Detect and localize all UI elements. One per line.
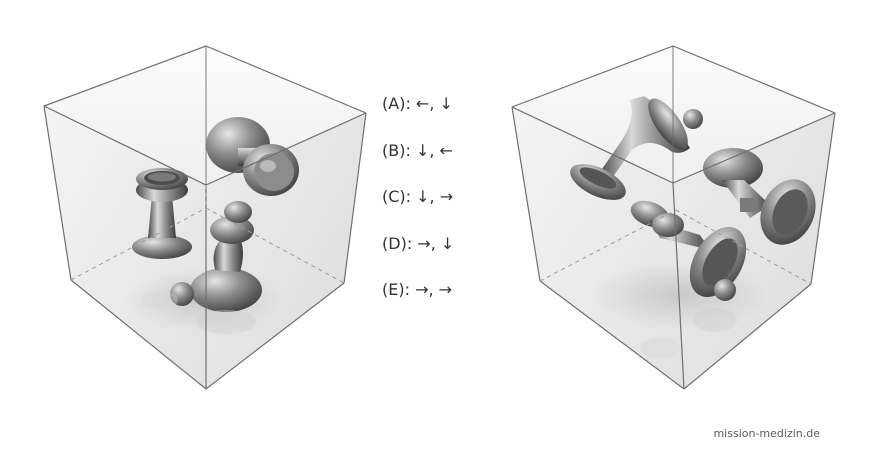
option-a[interactable]: (A): ←, ↓ xyxy=(382,94,453,113)
right-cube xyxy=(511,45,836,390)
left-knob-object xyxy=(206,117,299,196)
option-moves: ↓, → xyxy=(416,187,454,206)
option-b[interactable]: (B): ↓, ← xyxy=(382,140,453,160)
right-trumpet-object xyxy=(570,96,690,200)
option-letter: (A) xyxy=(382,94,406,113)
left-cube-top-face xyxy=(44,46,366,185)
option-c[interactable]: (C): ↓, → xyxy=(382,187,454,206)
option-moves: ↓, ← xyxy=(415,140,453,160)
watermark: mission-medizin.de xyxy=(713,427,820,440)
left-rook-object xyxy=(132,168,192,259)
option-moves: →, ↓ xyxy=(417,233,455,253)
right-sphere-object-top xyxy=(683,109,703,129)
option-letter: (D) xyxy=(382,233,407,253)
right-sphere-object-bottom xyxy=(714,279,736,301)
option-e[interactable]: (E): →, → xyxy=(382,280,453,299)
left-pawn-object xyxy=(190,201,262,312)
right-pawn-object xyxy=(630,200,747,298)
option-letter: (C) xyxy=(382,187,406,206)
option-moves: ←, ↓ xyxy=(415,94,453,113)
option-d[interactable]: (D): →, ↓ xyxy=(382,233,455,253)
right-rook-object xyxy=(703,148,816,245)
option-letter: (B) xyxy=(382,140,406,160)
option-letter: (E) xyxy=(382,280,405,299)
option-moves: →, → xyxy=(415,280,453,299)
left-sphere-object xyxy=(170,282,194,306)
answer-options: (A): ←, ↓ (B): ↓, ← (C): ↓, → (D): →, ↓ … xyxy=(382,92,454,325)
left-cube xyxy=(43,45,367,390)
